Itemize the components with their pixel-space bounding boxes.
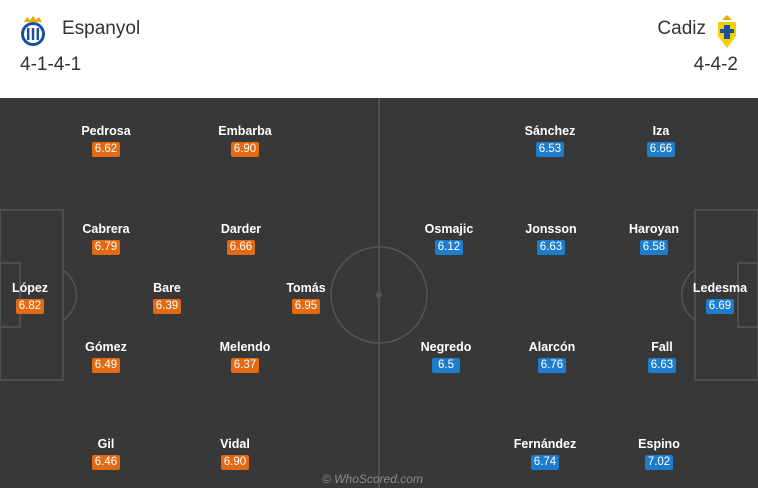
player-name: Gil [97, 437, 115, 451]
home-player-right-midfielder[interactable]: Vidal 6.90 [190, 436, 280, 470]
home-player-striker[interactable]: Tomás 6.95 [261, 280, 351, 314]
player-rating: 7.02 [644, 455, 674, 470]
away-player-central-midfielder[interactable]: Jonsson 6.63 [506, 221, 596, 255]
player-rating: 6.90 [220, 455, 250, 470]
player-rating: 6.79 [91, 240, 121, 255]
player-rating: 6.46 [91, 455, 121, 470]
player-rating: 6.37 [230, 358, 260, 373]
away-player-right-back[interactable]: Espino 7.02 [614, 436, 704, 470]
player-rating: 6.66 [646, 142, 676, 157]
player-name: Negredo [420, 340, 472, 354]
away-player-goalkeeper[interactable]: Ledesma 6.69 [675, 280, 758, 314]
player-rating: 6.62 [91, 142, 121, 157]
player-name: Pedrosa [81, 124, 131, 138]
away-player-striker[interactable]: Negredo 6.5 [401, 339, 491, 373]
player-name: Alarcón [528, 340, 576, 354]
home-player-defensive-midfielder[interactable]: Bare 6.39 [122, 280, 212, 314]
away-player-centre-back[interactable]: Haroyan 6.58 [609, 221, 699, 255]
player-name: Cabrera [82, 222, 130, 236]
away-player-left-back[interactable]: Iza 6.66 [616, 123, 706, 157]
home-player-centre-back[interactable]: Gómez 6.49 [61, 339, 151, 373]
player-rating: 6.82 [15, 299, 45, 314]
player-name: Osmajic [424, 222, 474, 236]
away-player-centre-back[interactable]: Fall 6.63 [617, 339, 707, 373]
player-rating: 6.63 [536, 240, 566, 255]
cadiz-crest-icon [718, 15, 736, 48]
home-player-centre-back[interactable]: Cabrera 6.79 [61, 221, 151, 255]
player-name: Gómez [85, 340, 127, 354]
player-rating: 6.63 [647, 358, 677, 373]
player-name: Iza [652, 124, 670, 138]
away-player-central-midfielder[interactable]: Alarcón 6.76 [507, 339, 597, 373]
player-name: Darder [220, 222, 262, 236]
player-rating: 6.5 [432, 358, 460, 373]
player-name: Embarba [218, 124, 272, 138]
home-player-central-midfielder[interactable]: Darder 6.66 [196, 221, 286, 255]
home-player-left-midfielder[interactable]: Embarba 6.90 [200, 123, 290, 157]
player-name: Sánchez [524, 124, 576, 138]
player-rating: 6.90 [230, 142, 260, 157]
player-name: Melendo [219, 340, 271, 354]
player-rating: 6.95 [291, 299, 321, 314]
player-name: Jonsson [525, 222, 577, 236]
player-name: Haroyan [628, 222, 680, 236]
home-player-right-back[interactable]: Gil 6.46 [61, 436, 151, 470]
home-player-central-midfielder[interactable]: Melendo 6.37 [200, 339, 290, 373]
home-formation: 4-1-4-1 [20, 54, 82, 75]
whoscored-watermark: © WhoScored.com [322, 472, 423, 486]
player-rating: 6.53 [535, 142, 565, 157]
away-player-striker[interactable]: Osmajic 6.12 [404, 221, 494, 255]
player-rating: 6.39 [152, 299, 182, 314]
match-header: Espanyol 4-1-4-1 Cadiz 4-4-2 [0, 0, 758, 96]
espanyol-crest-icon [21, 16, 45, 46]
player-rating: 6.12 [434, 240, 464, 255]
player-name: Espino [638, 437, 680, 451]
player-rating: 6.58 [639, 240, 669, 255]
away-formation: 4-4-2 [693, 54, 738, 75]
player-name: Bare [153, 281, 181, 295]
player-rating: 6.69 [705, 299, 735, 314]
home-player-goalkeeper[interactable]: López 6.82 [0, 280, 75, 314]
home-player-left-back[interactable]: Pedrosa 6.62 [61, 123, 151, 157]
pitch-markings [0, 98, 758, 488]
away-player-left-midfielder[interactable]: Sánchez 6.53 [505, 123, 595, 157]
player-name: López [11, 281, 49, 295]
player-name: Ledesma [692, 281, 748, 295]
away-team-name[interactable]: Cadiz [657, 18, 706, 39]
player-name: Fall [651, 340, 673, 354]
pitch: López 6.82 Pedrosa 6.62 Cabrera 6.79 Góm… [0, 98, 758, 488]
player-rating: 6.66 [226, 240, 256, 255]
player-rating: 6.74 [530, 455, 560, 470]
player-rating: 6.49 [91, 358, 121, 373]
player-name: Tomás [286, 281, 326, 295]
player-rating: 6.76 [537, 358, 567, 373]
home-team-name[interactable]: Espanyol [62, 18, 141, 39]
player-name: Vidal [220, 437, 250, 451]
player-name: Fernández [513, 437, 577, 451]
away-player-right-midfielder[interactable]: Fernández 6.74 [500, 436, 590, 470]
